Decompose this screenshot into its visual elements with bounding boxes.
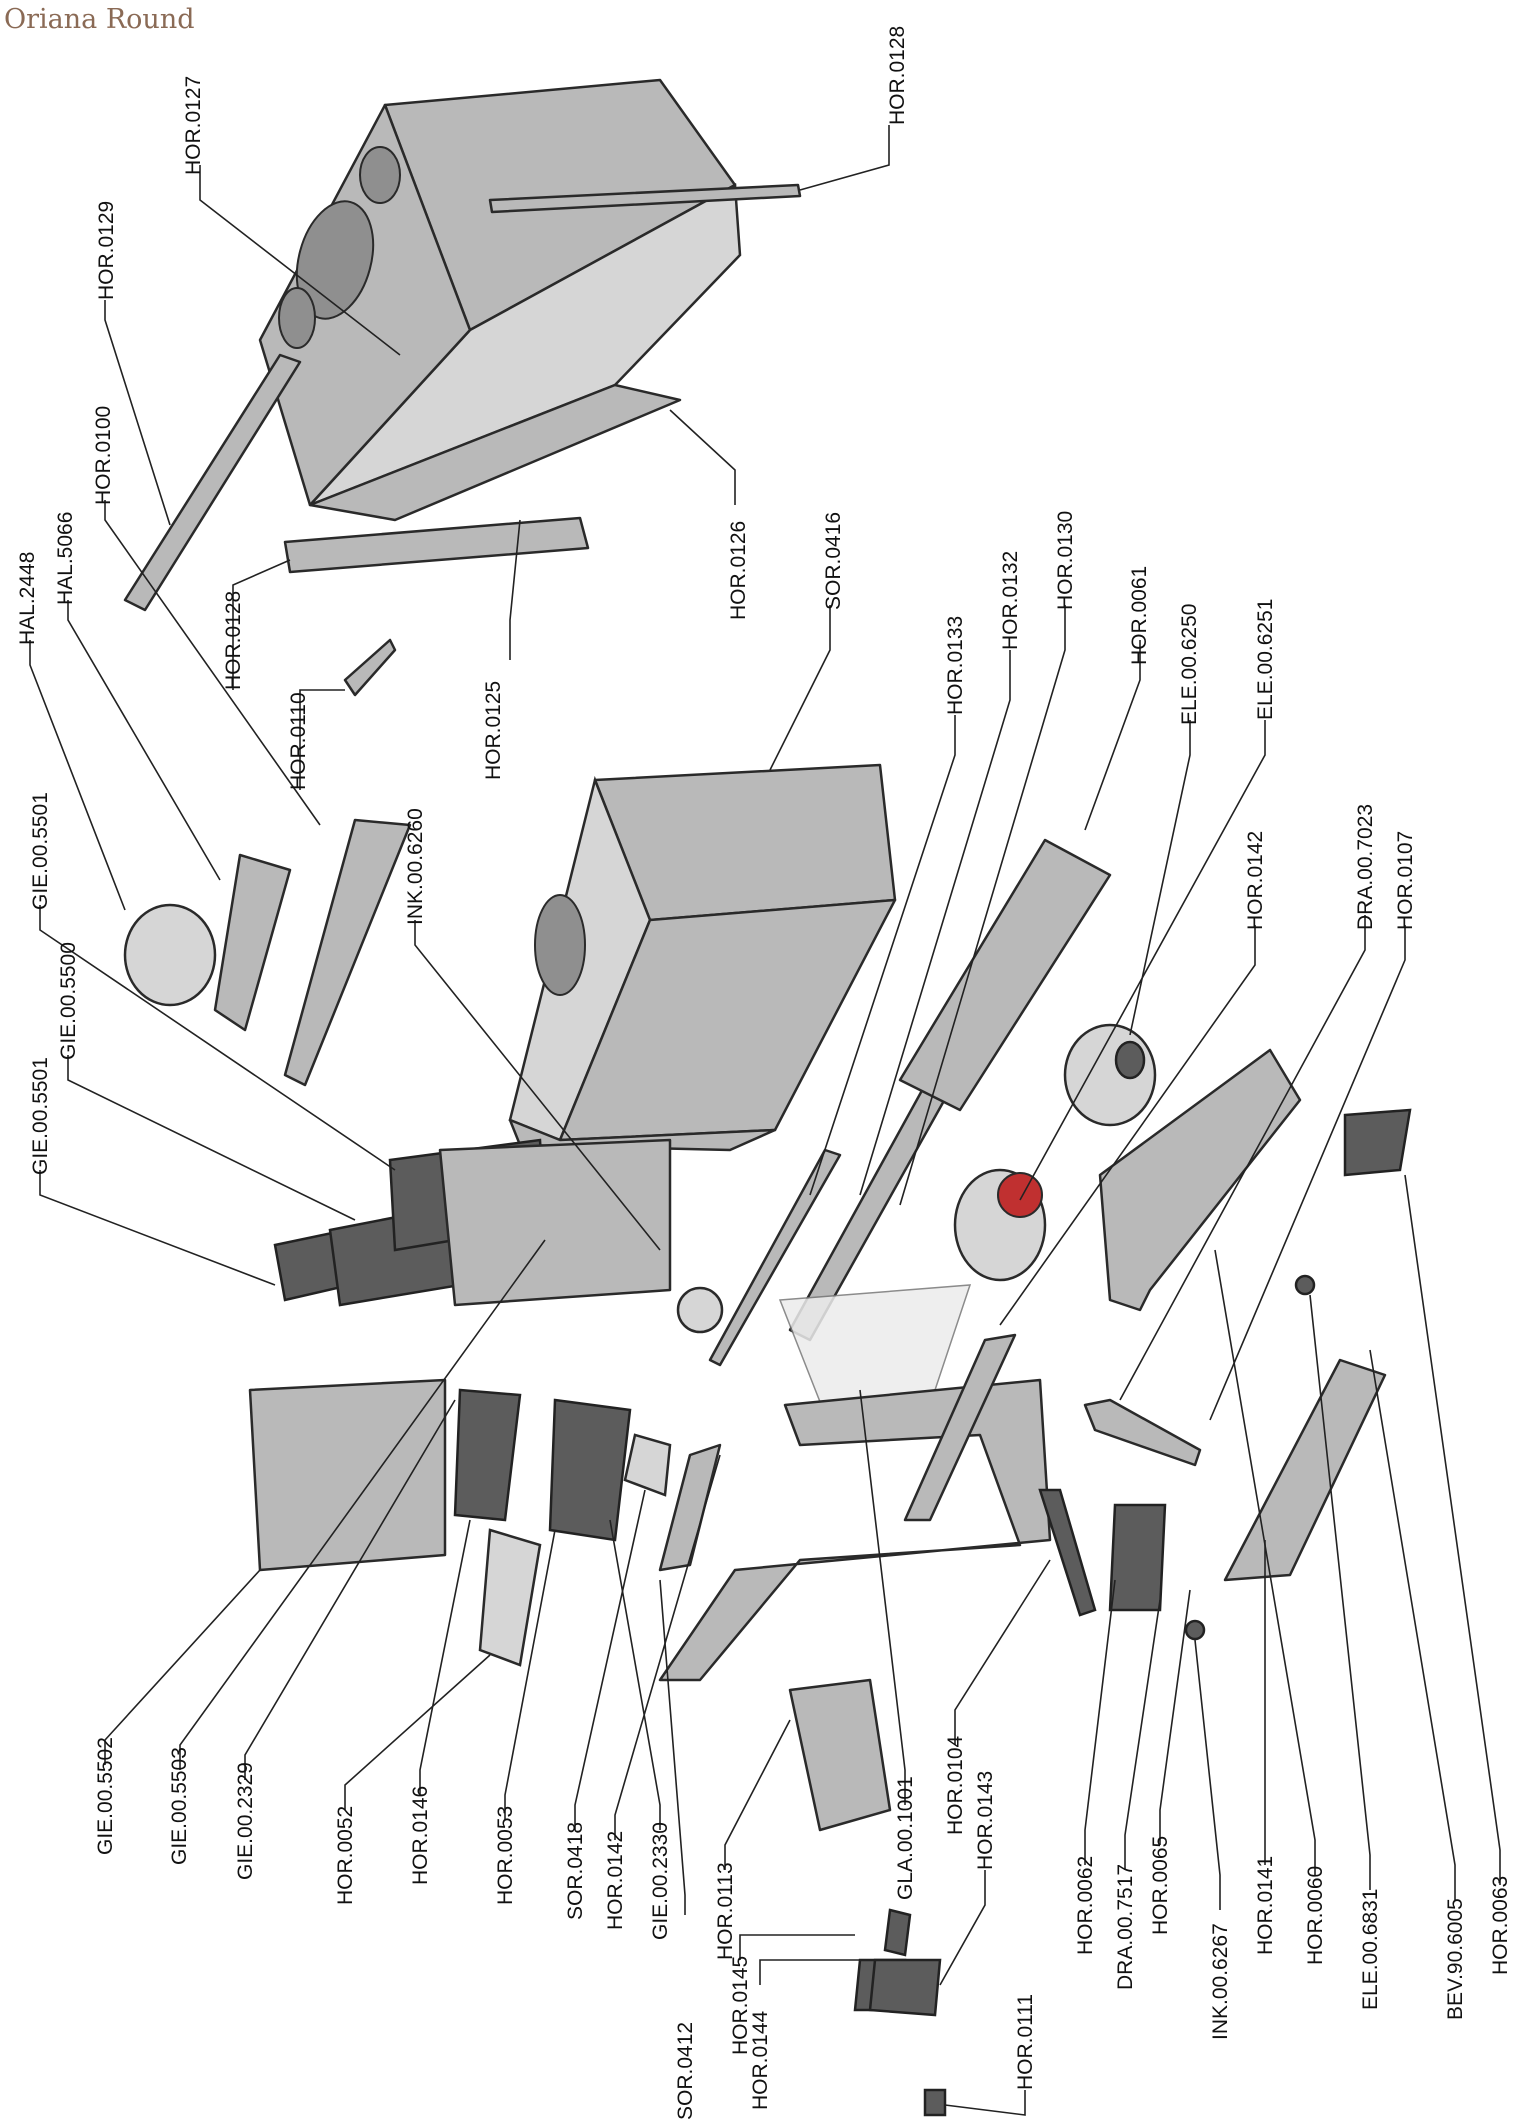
label-hor-0063: HOR.0063 — [1489, 1876, 1512, 1975]
box-hor-0113 — [788, 1678, 892, 1832]
label-ele-00-6250: ELE.00.6250 — [1178, 604, 1201, 725]
label-hor-0141: HOR.0141 — [1254, 1856, 1277, 1955]
label-hor-0127: HOR.0127 — [182, 76, 205, 175]
label-hor-0146: HOR.0146 — [409, 1786, 432, 1885]
label-gie-00-5502: GIE.00.5502 — [94, 1737, 117, 1855]
label-ink-00-6267: INK.00.6267 — [1209, 1923, 1232, 2040]
label-hal-2448: HAL.2448 — [16, 552, 39, 645]
label-ink-00-6260: INK.00.6260 — [404, 808, 427, 925]
fan-ele-00-6251 — [953, 1168, 1047, 1282]
clip-hor-0111 — [923, 2088, 947, 2117]
label-hor-0111: HOR.0111 — [1014, 1994, 1037, 2090]
box-hor-0062 — [1108, 1503, 1167, 1612]
label-gie-00-5500: GIE.00.5500 — [57, 942, 80, 1060]
label-hor-0107: HOR.0107 — [1394, 831, 1417, 930]
cover-sor-0418 — [623, 1433, 672, 1497]
label-hor-0053: HOR.0053 — [494, 1806, 517, 1905]
bracket-hor-0110 — [343, 638, 397, 697]
label-bev-90-6005: BEV.90.6005 — [1444, 1898, 1467, 2020]
label-gie-00-2329: GIE.00.2329 — [234, 1762, 257, 1880]
label-hor-0133: HOR.0133 — [944, 616, 967, 715]
label-gie-00-5501-low: GIE.00.5501 — [29, 1057, 52, 1175]
label-gla-00-1001: GLA.00.1001 — [894, 1776, 917, 1900]
label-dra-00-7517: DRA.00.7517 — [1114, 1864, 1137, 1990]
label-hor-0061: HOR.0061 — [1128, 566, 1151, 665]
grille-gie-00-2330 — [548, 1398, 632, 1542]
label-hor-0062: HOR.0062 — [1074, 1856, 1097, 1955]
plate-hal-5066 — [213, 853, 292, 1032]
label-hor-0129: HOR.0129 — [95, 201, 118, 300]
diagram-title: Oriana Round — [4, 4, 195, 35]
plate-hor-0143 — [868, 1958, 942, 2017]
label-hor-0142-right: HOR.0142 — [1244, 831, 1267, 930]
label-hor-0128-mid: HOR.0128 — [222, 591, 245, 690]
label-hor-0145: HOR.0145 — [729, 1956, 752, 2055]
label-gie-00-5501-top: GIE.00.5501 — [29, 792, 52, 910]
label-hor-0142-left: HOR.0142 — [604, 1831, 627, 1930]
label-hor-0126: HOR.0126 — [727, 521, 750, 620]
label-hal-5066: HAL.5066 — [54, 512, 77, 605]
label-sor-0418: SOR.0418 — [564, 1822, 587, 1920]
label-hor-0100: HOR.0100 — [92, 406, 115, 505]
collar-hal-2448 — [123, 903, 217, 1007]
leader-lines — [29, 125, 1501, 2116]
firebox-housing — [508, 763, 897, 1152]
plate-hor-0100 — [283, 818, 412, 1087]
label-hor-0110: HOR.0110 — [287, 692, 310, 790]
label-hor-0065: HOR.0065 — [1149, 1836, 1172, 1935]
label-gie-00-2330: GIE.00.2330 — [649, 1822, 672, 1940]
panel-hor-0061 — [898, 838, 1112, 1112]
label-hor-0128-top: HOR.0128 — [886, 26, 909, 125]
convection-panels — [248, 1138, 672, 1572]
label-hor-0143: HOR.0143 — [974, 1771, 997, 1870]
label-ele-00-6831: ELE.00.6831 — [1359, 1889, 1382, 2010]
switch-ele-00-6831 — [1294, 1274, 1316, 1296]
lever-hor-0107 — [1083, 1398, 1202, 1467]
grille-hor-0146 — [453, 1388, 522, 1522]
part-labels: HOR.0128 HOR.0127 HOR.0129 HOR.0100 HAL.… — [16, 26, 1512, 2120]
label-gie-00-5503: GIE.00.5503 — [168, 1747, 191, 1865]
label-hor-0144: HOR.0144 — [749, 2010, 772, 2110]
bar-hor-0141 — [1223, 1358, 1387, 1582]
label-hor-0060: HOR.0060 — [1304, 1866, 1327, 1965]
outer-housing — [258, 78, 802, 522]
label-sor-0412: SOR.0412 — [674, 2022, 697, 2120]
door-frame — [658, 1333, 1052, 1682]
label-dra-00-7023: DRA.00.7023 — [1354, 804, 1377, 930]
label-hor-0104: HOR.0104 — [944, 1735, 967, 1835]
bracket-hor-0063 — [1343, 1108, 1412, 1177]
fan-ele-00-6250 — [1063, 1023, 1157, 1127]
duct-hor-0060 — [1098, 1048, 1302, 1312]
rail-hor-0129 — [123, 353, 302, 612]
knob-ink-00-6267 — [1184, 1619, 1206, 1641]
sensor-ink-00-6260 — [676, 1286, 724, 1334]
label-hor-0132: HOR.0132 — [999, 551, 1022, 650]
bracket-hor-0128 — [283, 516, 590, 574]
label-hor-0125: HOR.0125 — [482, 681, 505, 780]
label-sor-0416: SOR.0416 — [822, 512, 845, 610]
cover-hor-0052 — [478, 1528, 542, 1667]
label-hor-0130: HOR.0130 — [1054, 511, 1077, 610]
rail-hor-0133 — [708, 1148, 842, 1367]
label-ele-00-6251: ELE.00.6251 — [1254, 599, 1277, 720]
plate-hor-0144 — [883, 1908, 912, 1957]
bracket-hor-0104 — [1038, 1488, 1097, 1617]
label-hor-0113: HOR.0113 — [714, 1862, 737, 1960]
label-hor-0052: HOR.0052 — [334, 1806, 357, 1905]
